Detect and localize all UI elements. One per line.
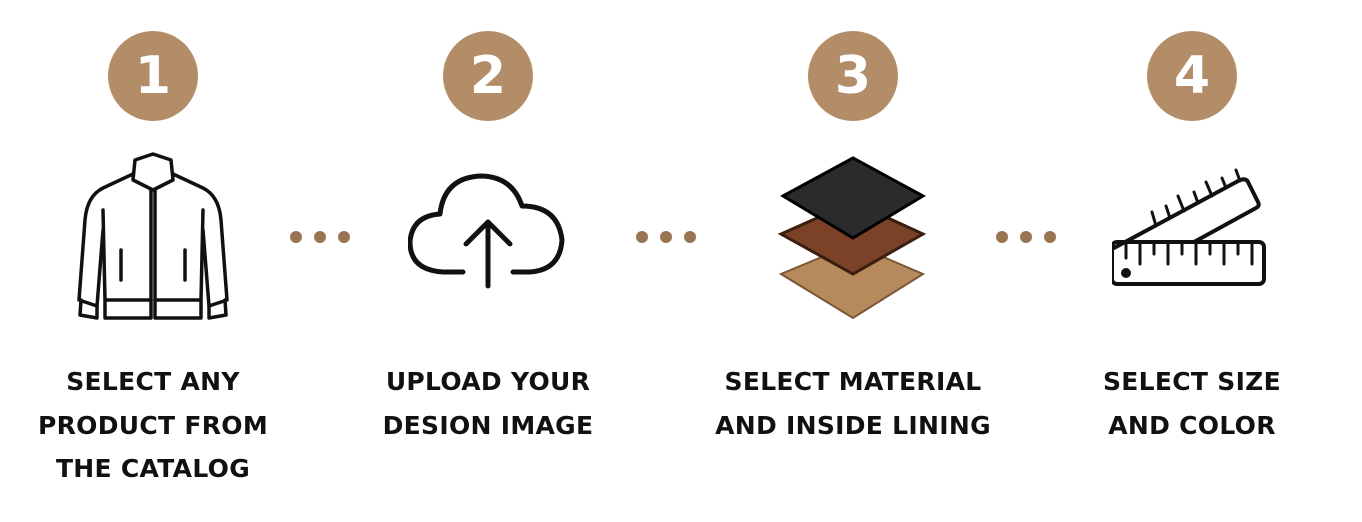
- step-4: 4 SELECT SIZE AND COLOR: [1042, 0, 1342, 522]
- step-connector-dots: [290, 231, 350, 243]
- step-connector-dots: [996, 231, 1056, 243]
- cloud-upload-icon: [407, 150, 568, 330]
- step-label: UPLOAD YOUR DESION IMAGE: [382, 367, 594, 440]
- step-3: 3 SELECT MATERIAL AND INSIDE LINING: [703, 0, 1003, 522]
- step-number-badge: 2: [443, 31, 533, 121]
- step-number-badge: 3: [808, 31, 898, 121]
- material-layers-icon: [773, 150, 933, 330]
- step-label: SELECT ANY PRODUCT FROM THE CATALOG: [37, 367, 269, 483]
- ruler-icon: [1110, 150, 1272, 330]
- step-connector-dots: [636, 231, 696, 243]
- step-1: 1 SELECT ANY PRODUCT FROM THE CATALOG: [3, 0, 303, 522]
- step-number-badge: 4: [1147, 31, 1237, 121]
- step-2: 2 UPLOAD YOUR DESION IMAGE: [338, 0, 638, 522]
- step-label: SELECT MATERIAL AND INSIDE LINING: [715, 367, 991, 440]
- step-label: SELECT SIZE AND COLOR: [1102, 367, 1281, 440]
- step-number-badge: 1: [108, 31, 198, 121]
- jacket-icon: [73, 150, 233, 330]
